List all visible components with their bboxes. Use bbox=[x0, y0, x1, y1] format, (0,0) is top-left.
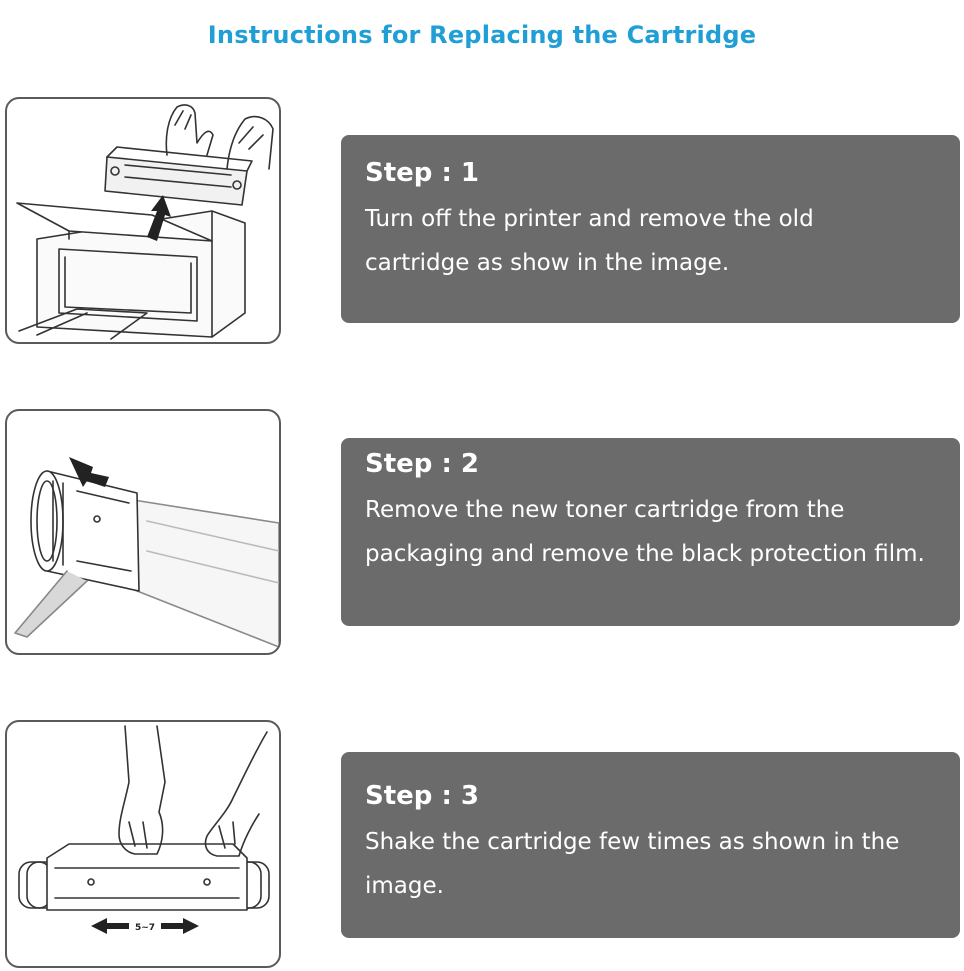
printer-remove-cartridge-illustration bbox=[5, 97, 281, 344]
step-2-title: Step : 2 bbox=[365, 449, 479, 479]
step-2-text: Remove the new toner cartridge from the … bbox=[365, 497, 925, 567]
page-title: Instructions for Replacing the Cartridge bbox=[207, 21, 757, 50]
step-2-card: Step : 2 Remove the new toner cartridge … bbox=[341, 438, 960, 626]
step-3-card: Step : 3 Shake the cartridge few times a… bbox=[341, 752, 960, 938]
shake-count-label: 5~7 bbox=[135, 923, 155, 933]
step-3-text: Shake the cartridge few times as shown i… bbox=[365, 829, 900, 899]
step-3-title: Step : 3 bbox=[365, 781, 479, 811]
shake-cartridge-illustration: 5~7 bbox=[5, 720, 281, 968]
step-1-text: Turn off the printer and remove the old … bbox=[365, 206, 814, 276]
step-1-card: Step : 1 Turn off the printer and remove… bbox=[341, 135, 960, 323]
cartridge-remove-film-illustration bbox=[5, 409, 281, 655]
step-1-title: Step : 1 bbox=[365, 158, 479, 188]
